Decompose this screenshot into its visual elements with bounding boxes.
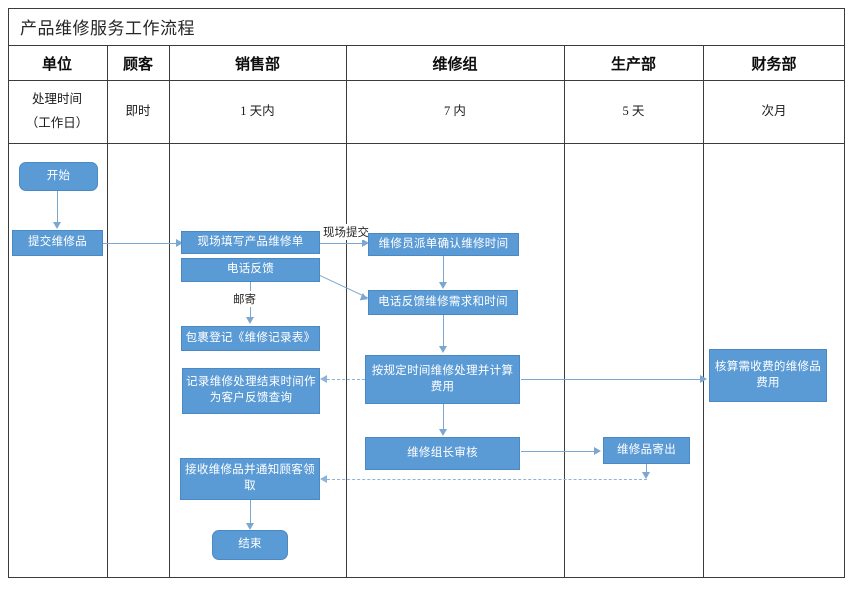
node-phone-feedback-need[interactable]: 电话反馈维修需求和时间 [368, 290, 518, 315]
node-end[interactable]: 结束 [212, 530, 288, 560]
page-title: 产品维修服务工作流程 [20, 19, 195, 38]
header-cell-repair: 维修组 [432, 56, 478, 73]
node-leader-review[interactable]: 维修组长审核 [365, 437, 520, 470]
time-cell-customer: 即时 [125, 104, 151, 119]
connector-shipout-to-receive-dashed [327, 479, 647, 480]
arrowhead-shipout-down [642, 472, 650, 479]
node-package-register[interactable]: 包裹登记《维修记录表》 [181, 326, 320, 351]
node-submit-item[interactable]: 提交维修品 [12, 230, 103, 256]
table-col-divider-4 [564, 45, 565, 578]
node-fill-form[interactable]: 现场填写产品维修单 [181, 231, 320, 254]
connector-review-to-shipout [521, 451, 597, 453]
arrowhead-receive-to-end [246, 523, 254, 530]
node-accounting-fee[interactable]: 核算需收费的维修品费用 [709, 349, 827, 402]
connector-need-to-repair [443, 315, 445, 347]
time-cell-repair: 7 内 [444, 104, 466, 119]
time-cell-sales: 1 天内 [240, 104, 275, 119]
table-row-divider-title [9, 45, 844, 46]
node-phone-feedback[interactable]: 电话反馈 [181, 258, 320, 282]
edge-label-onsite-submit: 现场提交 [322, 224, 370, 240]
connector-start-to-submit [57, 190, 59, 223]
arrowhead-shipout-to-receive [320, 475, 327, 483]
connector-submit-to-fillform [103, 243, 179, 245]
table-col-divider-2 [169, 45, 170, 578]
arrowhead-repair-to-record [320, 375, 327, 383]
table-col-divider-3 [346, 45, 347, 578]
arrowhead-dispatch-to-need [439, 282, 447, 289]
time-cell-production: 5 天 [622, 104, 645, 119]
arrowhead-need-to-repair [439, 346, 447, 353]
header-cell-finance: 财务部 [751, 56, 797, 73]
table-col-divider-1 [107, 45, 108, 578]
connector-shipout-down [646, 464, 648, 476]
header-cell-production: 生产部 [610, 56, 656, 73]
connector-fillform-to-dispatch [320, 243, 366, 245]
table-row-divider-header [9, 80, 844, 81]
table-row-divider-time [9, 143, 844, 144]
node-dispatch-confirm[interactable]: 维修员派单确认维修时间 [368, 233, 519, 256]
header-cell-unit: 单位 [41, 56, 72, 73]
time-row-label-line1: 处理时间 [31, 92, 82, 107]
header-cell-sales: 销售部 [234, 56, 280, 73]
node-receive-notify[interactable]: 接收维修品并通知顾客领取 [180, 458, 320, 500]
header-cell-customer: 顾客 [122, 56, 153, 73]
connector-receive-to-end [250, 500, 252, 524]
edge-label-mail: 邮寄 [232, 291, 257, 307]
connector-repair-to-accounting [521, 379, 704, 381]
node-ship-out[interactable]: 维修品寄出 [603, 437, 690, 464]
connector-dispatch-to-need [443, 256, 445, 283]
connector-repair-to-review [443, 404, 445, 430]
time-cell-finance: 次月 [761, 104, 787, 119]
time-row-label-line2: （工作日） [25, 116, 89, 130]
node-start[interactable]: 开始 [19, 162, 98, 191]
arrowhead-repair-to-review [439, 429, 447, 436]
connector-repair-to-record-dashed [327, 379, 365, 380]
arrowhead-repair-to-accounting [700, 375, 707, 383]
arrowhead-start-to-submit [53, 222, 61, 229]
time-row-label: 处理时间 （工作日） [8, 81, 106, 143]
node-repair-calc-fee[interactable]: 按规定时间维修处理并计算费用 [365, 355, 520, 404]
node-record-end-time[interactable]: 记录维修处理结束时间作为客户反馈查询 [182, 368, 320, 414]
arrowhead-review-to-shipout [594, 447, 601, 455]
table-col-divider-5 [703, 45, 704, 578]
arrowhead-submit-to-fillform [176, 239, 183, 247]
arrowhead-fillform-to-dispatch [362, 239, 369, 247]
arrowhead-phonefeedback-to-package [246, 317, 254, 324]
